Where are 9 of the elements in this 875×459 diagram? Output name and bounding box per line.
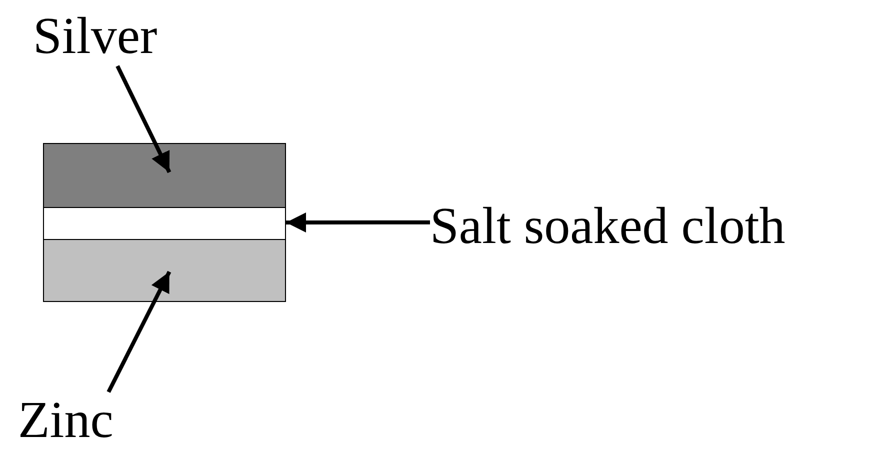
cloth-layer: [43, 207, 286, 240]
leader-arrow: [106, 270, 172, 393]
metal-layer: [43, 239, 286, 302]
part-label: Salt soaked cloth: [430, 198, 786, 256]
part-label: Silver: [33, 8, 158, 66]
leader-arrow: [116, 65, 172, 174]
leader-arrow: [286, 212, 430, 232]
part-label: Zinc: [18, 392, 114, 450]
metal-layer: [43, 143, 286, 208]
